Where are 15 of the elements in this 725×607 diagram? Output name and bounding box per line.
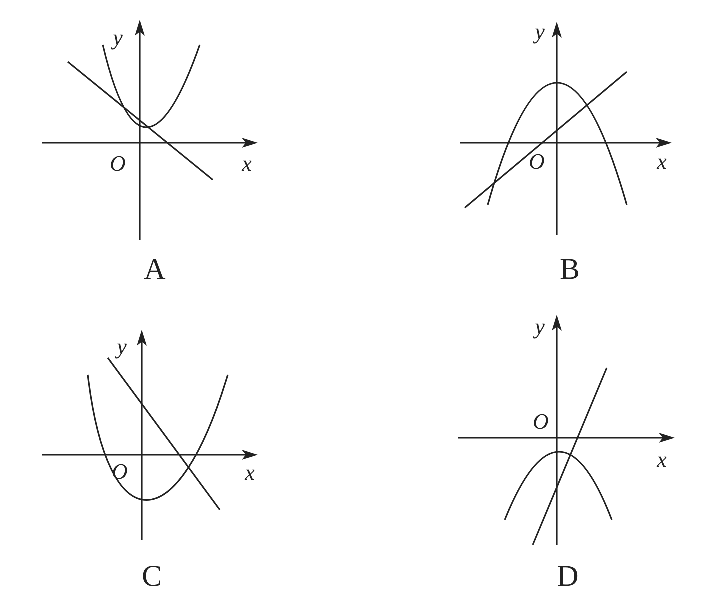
axis-label: O	[533, 411, 549, 433]
axis-label: x	[657, 449, 667, 471]
axis-label: y	[117, 336, 127, 358]
axis-label: y	[535, 316, 545, 338]
option-label: D	[557, 562, 579, 592]
option-label: B	[560, 255, 580, 285]
axis-label: O	[529, 151, 545, 173]
axis-label: x	[245, 462, 255, 484]
axis-label: x	[657, 151, 667, 173]
axis-label: x	[242, 153, 252, 175]
option-label: C	[142, 562, 162, 592]
axis-label: O	[110, 153, 126, 175]
axis-label: y	[113, 27, 123, 49]
option-label: A	[144, 255, 166, 285]
axis-label: y	[535, 21, 545, 43]
